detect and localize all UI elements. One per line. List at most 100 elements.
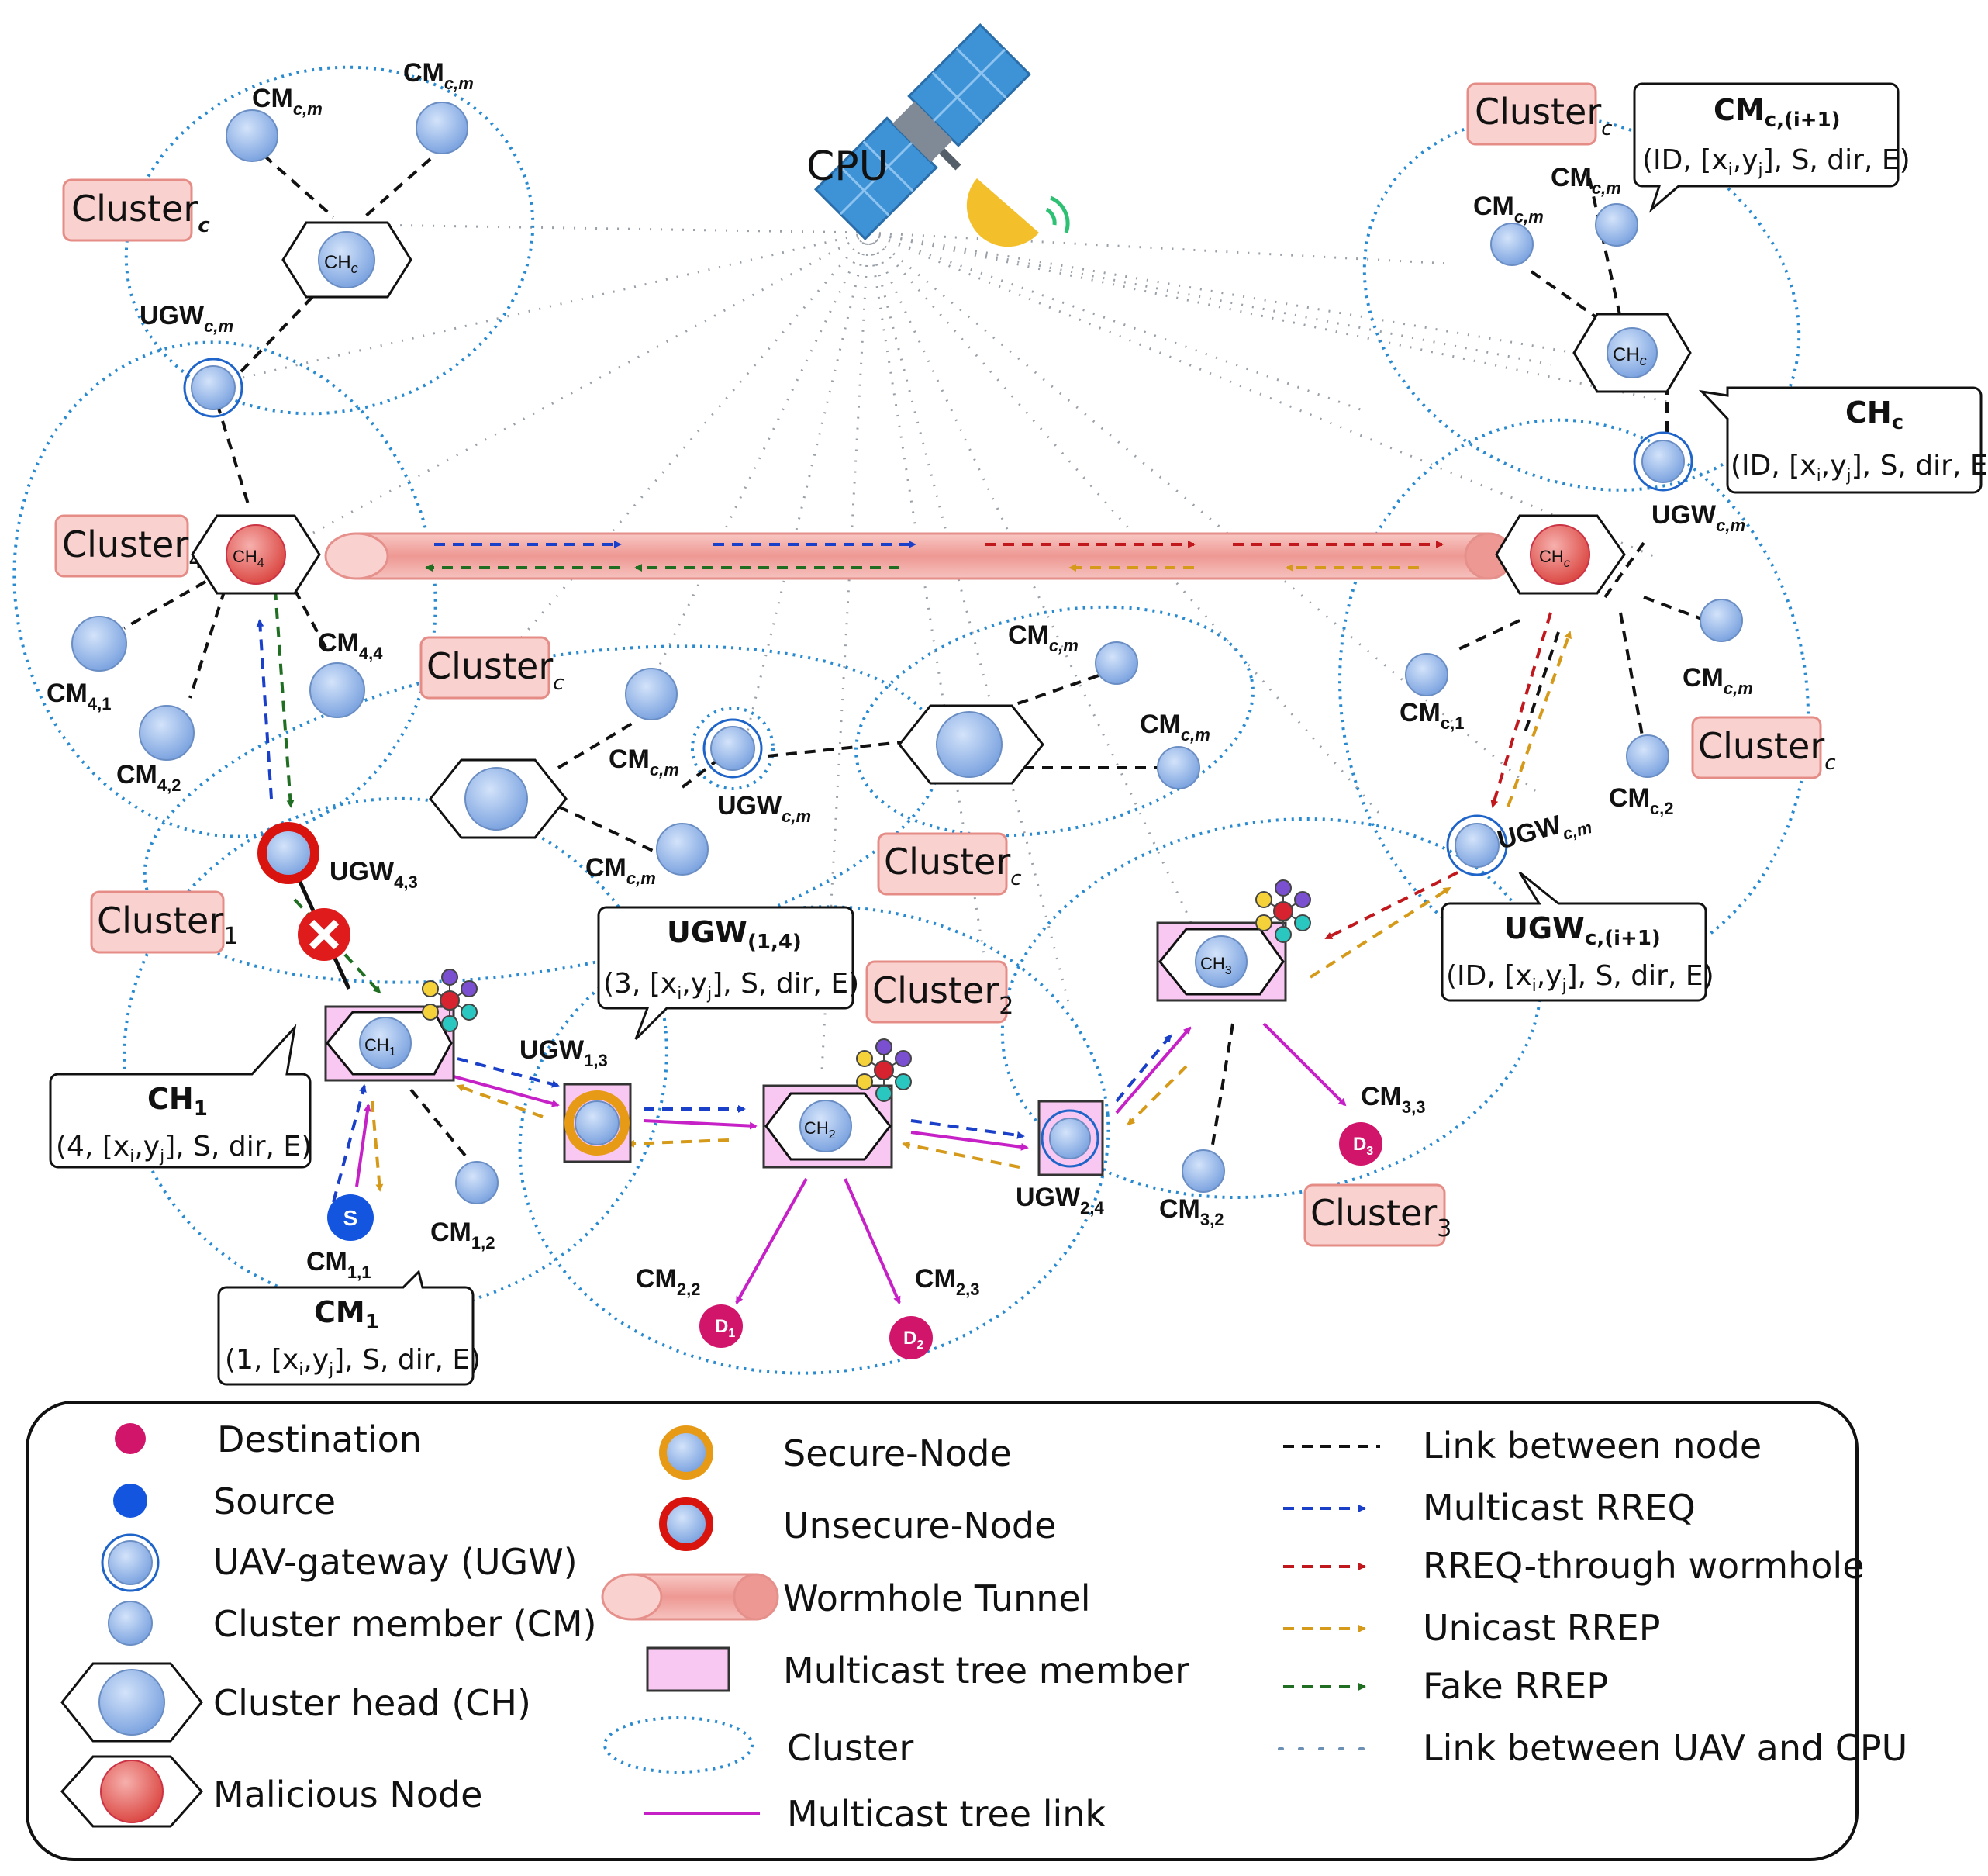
satellite-icon [813,22,1032,241]
svg-text:Link between UAV and CPU: Link between UAV and CPU [1423,1727,1907,1769]
svg-text:UGW4,3: UGW4,3 [330,857,418,892]
callout-ugw14: UGW(1,4) (3, [xi,yj], S, dir, E) [597,906,859,1041]
svg-text:RREQ-through wormhole: RREQ-through wormhole [1423,1545,1865,1587]
wormhole-tunnel [324,532,1513,580]
uav-cpu-links [232,223,1676,1071]
secure-ring [564,1090,630,1156]
multicast-tree-links [355,1022,1347,1304]
svg-text:Wormhole Tunnel: Wormhole Tunnel [783,1577,1091,1619]
legend-col2-symbols [601,1425,779,1815]
svg-text:(1, [xi,yj], S, dir, E): (1, [xi,yj], S, dir, E) [225,1344,481,1380]
callout-cmc: CMc,(i+1) (ID, [xi,yj], S, dir, E) [1633,82,1910,213]
svg-text:D1: D1 [715,1316,735,1340]
svg-text:Fake RREP: Fake RREP [1423,1665,1608,1707]
svg-text:CM1,1: CM1,1 [306,1247,371,1282]
cluster-label-2: Cluster2 [865,960,1013,1024]
callout-chc: CHc (ID, [xi,yj], S, dir, E) [1698,386,1988,494]
svg-text:Cluster1: Cluster1 [97,900,238,950]
svg-text:CM2,2: CM2,2 [636,1264,700,1299]
svg-text:UGW1,3: UGW1,3 [519,1035,608,1070]
svg-text:CH3: CH3 [1200,954,1232,977]
tunnel-arrows [425,541,1444,572]
svg-text:CMc,m: CMc,m [1473,192,1544,226]
svg-text:CMc,m: CMc,m [1140,710,1210,745]
svg-text:Secure-Node: Secure-Node [783,1432,1012,1474]
svg-text:Cluster4: Cluster4 [62,523,203,574]
svg-text:Cluster head (CH): Cluster head (CH) [213,1682,531,1724]
callout-ch1: CH1 (4, [xi,yj], S, dir, E) [49,1024,312,1169]
svg-text:CH1: CH1 [147,1082,208,1121]
svg-text:CMc,(i+1): CMc,(i+1) [1714,93,1841,132]
svg-text:Link between node: Link between node [1423,1425,1762,1467]
legend-col2-labels: Secure-Node Unsecure-Node Wormhole Tunne… [783,1432,1189,1835]
source-label: S [343,1206,358,1230]
svg-text:CM3,2: CM3,2 [1159,1194,1224,1229]
svg-text:Clusterc: Clusterc [426,645,564,695]
legend-col3-symbols [1278,1445,1382,1750]
svg-text:CH4: CH4 [233,547,264,570]
cluster-label-4: Cluster4 [54,514,203,578]
cluster-label-right: Clusterc [1691,716,1836,779]
svg-text:Clusterc: Clusterc [1475,91,1613,140]
svg-text:CMc,m: CMc,m [403,58,474,93]
svg-text:UGW2,4: UGW2,4 [1016,1183,1104,1218]
svg-text:CMc,m: CMc,m [1683,663,1753,698]
legend-col1-labels: Destination Source UAV-gateway (UGW) Clu… [213,1418,597,1816]
malicious-node-ch4 [226,524,286,585]
nodes [71,102,1743,1204]
svg-text:D3: D3 [1353,1134,1373,1158]
blocked-link-icon [298,908,350,961]
svg-text:UGW(1,4): UGW(1,4) [667,915,802,954]
unsecure-ring [257,822,319,884]
svg-text:UGWc,(i+1): UGWc,(i+1) [1504,911,1661,950]
legend-col3-labels: Link between node Multicast RREQ RREQ-th… [1423,1425,1907,1769]
node-labels: CMc,m CMc,m CHc UGWc,m CH4 CHc CM4,1 CM4… [47,58,1753,1299]
svg-text:CM2,3: CM2,3 [915,1264,979,1299]
svg-text:CMc,m: CMc,m [252,84,323,119]
svg-text:Multicast RREQ: Multicast RREQ [1423,1487,1696,1529]
svg-text:CH1: CH1 [364,1035,396,1059]
svg-text:Unsecure-Node: Unsecure-Node [783,1505,1056,1546]
cluster-label-1: Cluster1 [90,890,238,954]
svg-text:Destination: Destination [217,1418,422,1460]
legend: Destination Source UAV-gateway (UGW) Clu… [26,1401,1907,1861]
cluster-label-top-left: Clusterc [62,178,210,242]
svg-text:(ID, [xi,yj], S, dir, E): (ID, [xi,yj], S, dir, E) [1446,960,1714,996]
svg-text:Cluster3: Cluster3 [1310,1192,1451,1242]
svg-text:CM4,2: CM4,2 [116,760,181,795]
callout-ugwc: UGWc,(i+1) (ID, [xi,yj], S, dir, E) [1441,871,1714,1002]
legend-col1-symbols [60,1423,204,1828]
svg-text:Multicast tree link: Multicast tree link [787,1793,1106,1835]
svg-text:CMc,m: CMc,m [585,853,656,888]
svg-text:Clusterc: Clusterc [1698,725,1836,775]
svg-text:CHc: CHc [1613,344,1647,368]
svg-text:CMc,m: CMc,m [1008,620,1079,655]
svg-text:(4, [xi,yj], S, dir, E): (4, [xi,yj], S, dir, E) [56,1131,312,1166]
svg-text:CM3,3: CM3,3 [1361,1082,1425,1117]
svg-text:CHc: CHc [324,252,358,276]
svg-text:UGWc,m: UGWc,m [1494,803,1594,861]
satellite-dish-icon [966,178,1070,247]
network-icon [422,879,1311,1102]
svg-text:CM4,1: CM4,1 [47,679,111,713]
svg-text:UGWc,m: UGWc,m [1651,500,1745,535]
svg-text:CM1,2: CM1,2 [430,1218,495,1252]
svg-text:Malicious Node: Malicious Node [213,1774,482,1816]
svg-text:Clusterc: Clusterc [884,841,1022,890]
cluster-label-mid: Clusterc [419,636,564,700]
svg-text:CHc: CHc [1845,396,1903,434]
svg-text:Source: Source [213,1480,336,1522]
svg-text:D2: D2 [903,1328,923,1352]
malicious-node-chc [1530,524,1590,585]
svg-text:UGWc,m: UGWc,m [140,301,233,336]
cluster-label-top-right: Clusterc [1466,82,1613,146]
svg-text:Cluster member (CM): Cluster member (CM) [213,1603,597,1645]
svg-text:Multicast tree member: Multicast tree member [783,1650,1189,1691]
gateway-rings [183,358,1693,1168]
source-node [327,1194,374,1241]
svg-text:CH2: CH2 [804,1118,836,1142]
svg-text:Cluster2: Cluster2 [872,969,1013,1020]
svg-text:CHc: CHc [1539,547,1570,570]
svg-text:UGWc,m: UGWc,m [717,791,811,826]
